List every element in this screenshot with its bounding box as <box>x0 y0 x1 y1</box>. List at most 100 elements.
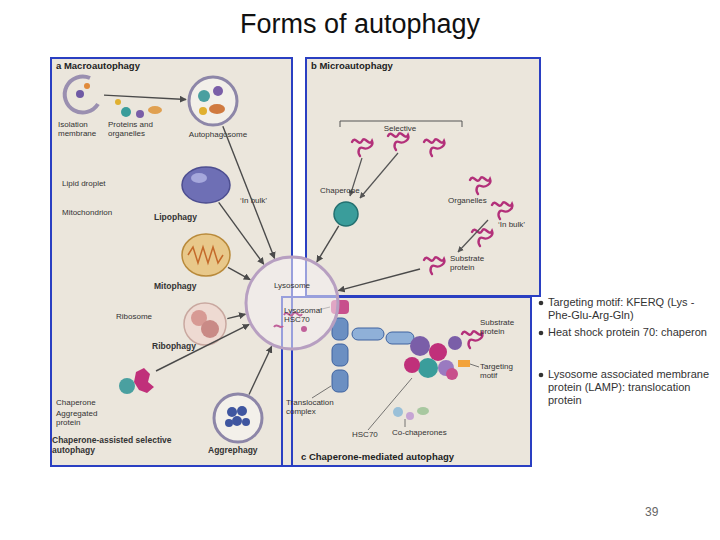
drawing-use <box>462 331 482 348</box>
aggregate-icon-shape <box>112 362 156 402</box>
drawing-circle <box>446 368 458 380</box>
drawing-circle <box>301 326 307 332</box>
lysosome-circle: Lysosome <box>244 255 340 351</box>
flow-arrow <box>223 126 275 258</box>
drawing-use <box>470 177 490 194</box>
flow-arrow <box>227 314 245 318</box>
node-label: Chaperone <box>56 398 116 407</box>
bullet-dots <box>539 301 544 378</box>
drawing-line <box>312 386 331 398</box>
drawing-circle <box>448 336 462 350</box>
drawing-path <box>274 325 283 327</box>
drawing-circle <box>539 331 544 336</box>
part-label: Proteins and organelles <box>108 120 168 138</box>
node-sublabel: Chaperone-assisted selective autophagy <box>52 436 172 456</box>
isolation-membrane-icon-shape <box>60 72 104 116</box>
drawing-ellipse <box>148 106 162 114</box>
node-label: Lipid droplet <box>62 179 152 188</box>
drawing-circle <box>225 419 233 427</box>
mitochondrion-icon: MitochondrionMitophagy <box>180 232 232 278</box>
drawing-ellipse <box>182 167 230 203</box>
drawing-circle <box>76 90 84 98</box>
part-label: ‘In bulk’ <box>240 196 290 205</box>
drawing-ellipse <box>182 234 230 276</box>
flow-arrow <box>228 267 250 279</box>
flow-arrow <box>338 269 420 291</box>
drawing-line <box>405 419 406 427</box>
part-label: ‘In bulk’ <box>498 220 542 229</box>
autophagosome-icon: Autophagosome <box>186 74 240 128</box>
substrate-protein-icon: Substrate protein <box>420 252 450 278</box>
ribosome-icon-shape <box>182 302 228 346</box>
drawing-line <box>458 220 488 252</box>
bullet-note: Heat shock protein 70: chaperon <box>548 326 716 339</box>
part-label: Lysosomal HSC70 <box>284 306 330 324</box>
drawing-circle <box>115 99 121 105</box>
flow-arrow <box>104 95 186 99</box>
lipid-droplet-icon: Lipid dropletLipophagy <box>180 165 232 205</box>
drawing-circle <box>119 378 135 394</box>
drawing-circle <box>232 416 242 426</box>
drawing-circle <box>393 407 403 417</box>
drawing-circle <box>184 303 226 345</box>
node-label: Ribosome <box>116 312 176 321</box>
drawing-circle <box>198 90 210 102</box>
flow-arrow <box>219 202 264 264</box>
bullet-note: Lysosome associated membrane protein (LA… <box>548 368 716 407</box>
group-label: Selective <box>370 124 430 133</box>
drawing-circle <box>201 320 219 338</box>
isolation-membrane-icon: Isolation membrane <box>60 72 104 116</box>
drawing-circle <box>242 418 250 426</box>
node-sublabel: Lipophagy <box>154 213 214 223</box>
flow-arrow <box>249 346 272 394</box>
node-label: Lysosome <box>266 281 318 290</box>
drawing-circle <box>410 336 430 356</box>
drawing-circle <box>539 301 544 306</box>
substrate-protein-icon-shape <box>420 252 450 278</box>
drawing-circle <box>406 412 414 420</box>
drawing-circle <box>84 83 90 89</box>
drawing-circle <box>418 358 438 378</box>
drawing-rect <box>332 344 348 366</box>
part-label: Substrate protein <box>480 318 532 336</box>
microautophagy-illustration <box>340 121 512 252</box>
part-label: Translocation complex <box>286 398 346 416</box>
drawing-path <box>65 76 98 112</box>
node-label: b Microautophagy <box>311 61 511 72</box>
drawing-circle <box>539 373 544 378</box>
panel-box: a MacroautophagyIsolation membrane Autoph… <box>50 57 293 467</box>
drawing-circle <box>227 407 237 417</box>
drawing-circle <box>136 110 144 118</box>
part-label: Targeting motif <box>480 362 530 380</box>
drawing-use <box>424 139 444 156</box>
drawing-use <box>352 139 372 156</box>
drawing-ellipse <box>209 104 225 114</box>
panel-box: b MicroautophagyChaperoneSubstrate prote… <box>305 57 541 297</box>
node-sublabel: Aggregated protein <box>56 409 116 427</box>
drawing-ellipse <box>417 407 429 415</box>
panel-backgrounds <box>50 57 541 467</box>
node-label: a Macroautophagy <box>56 61 256 72</box>
drawing-rect <box>50 57 293 467</box>
drawing-path <box>188 247 223 263</box>
drawing-line <box>470 364 479 367</box>
aggrephagy-icon-shape <box>212 392 264 444</box>
drawing-use <box>492 202 512 219</box>
ribosome-icon: RibosomeRibophagy <box>182 302 228 346</box>
drawing-line <box>360 153 398 198</box>
drawing-circle <box>246 257 338 349</box>
drawing-use <box>388 133 408 150</box>
drawing-rect <box>305 57 541 297</box>
aggregate-icon: ChaperoneAggregated proteinChaperone-ass… <box>112 362 156 402</box>
chaperone-icon: Chaperone <box>332 200 360 228</box>
bullet-note: Targeting motif: KFERQ (Lys -Phe-Glu-Arg… <box>548 296 716 322</box>
node-sublabel: Ribophagy <box>152 342 212 352</box>
node-label: Chaperone <box>320 186 380 195</box>
drawing-circle <box>429 343 447 361</box>
part-label: Organelles <box>448 196 508 205</box>
flow-arrow <box>317 226 339 262</box>
drawing-line <box>368 378 412 430</box>
